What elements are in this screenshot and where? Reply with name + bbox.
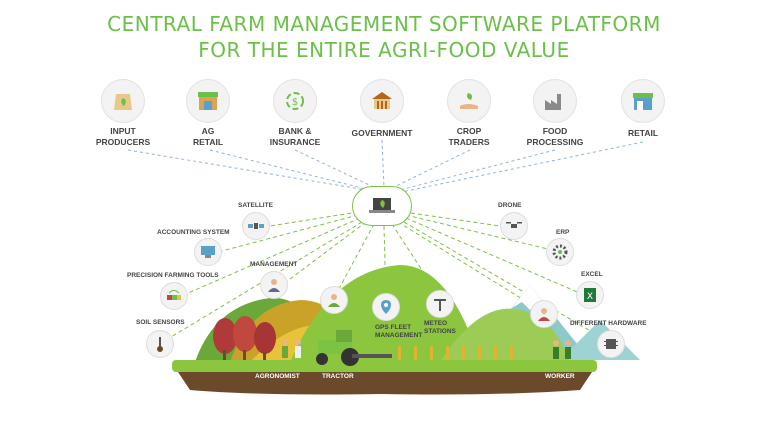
retail-icon <box>621 79 665 123</box>
tractor-label: TRACTOR <box>322 373 354 381</box>
hardware-chip-icon <box>597 330 625 358</box>
management-label: MANAGEMENT <box>250 261 297 269</box>
ag-retail-icon <box>186 79 230 123</box>
worker-label: WORKER <box>545 373 575 381</box>
stakeholder-label-retail: RETAIL <box>588 128 698 139</box>
soil-sensors-label: SOIL SENSORS <box>136 319 185 327</box>
meteo-stations-label: METEO STATIONS <box>424 320 456 336</box>
meteo-line1: METEO <box>424 320 456 328</box>
different-hardware-label: DIFFERENT HARDWARE <box>570 320 647 328</box>
worker-icon <box>530 300 558 328</box>
drone-label: DRONE <box>498 202 521 210</box>
meteo-station-icon <box>426 290 454 318</box>
gps-fleet-label: GPS FLEET MANAGEMENT <box>375 324 411 340</box>
excel-icon: X <box>576 281 604 309</box>
satellite-icon <box>242 212 270 240</box>
bank-insurance-icon: $ <box>273 79 317 123</box>
tractor-operator-icon <box>320 286 348 314</box>
management-icon <box>260 271 288 299</box>
satellite-label: SATELLITE <box>238 202 273 210</box>
government-icon <box>360 79 404 123</box>
soil-layer <box>178 372 592 395</box>
central-cloud <box>352 186 412 226</box>
food-processing-icon <box>533 79 577 123</box>
precision-farming-tools-icon <box>160 282 188 310</box>
erp-label: ERP <box>556 229 569 237</box>
stakeholder-line1: RETAIL <box>588 128 698 139</box>
agronomist-label: AGRONOMIST <box>255 373 300 381</box>
gps-fleet-icon <box>372 293 400 321</box>
svg-text:X: X <box>587 292 593 302</box>
erp-icon <box>546 238 574 266</box>
gps-fleet-line2: MANAGEMENT <box>375 332 411 340</box>
accounting-system-icon <box>194 238 222 266</box>
svg-text:$: $ <box>292 97 298 108</box>
drone-icon <box>500 212 528 240</box>
laptop-icon <box>367 196 397 216</box>
meteo-line2: STATIONS <box>424 328 456 336</box>
crop-traders-icon <box>447 79 491 123</box>
input-producers-icon <box>101 79 145 123</box>
precision-farming-tools-label: PRECISION FARMING TOOLS <box>127 272 219 280</box>
soil-sensors-icon <box>146 330 174 358</box>
gps-fleet-line1: GPS FLEET <box>375 324 411 332</box>
accounting-system-label: ACCOUNTING SYSTEM <box>157 229 230 237</box>
grass-band <box>172 360 597 372</box>
excel-label: EXCEL <box>581 271 603 279</box>
